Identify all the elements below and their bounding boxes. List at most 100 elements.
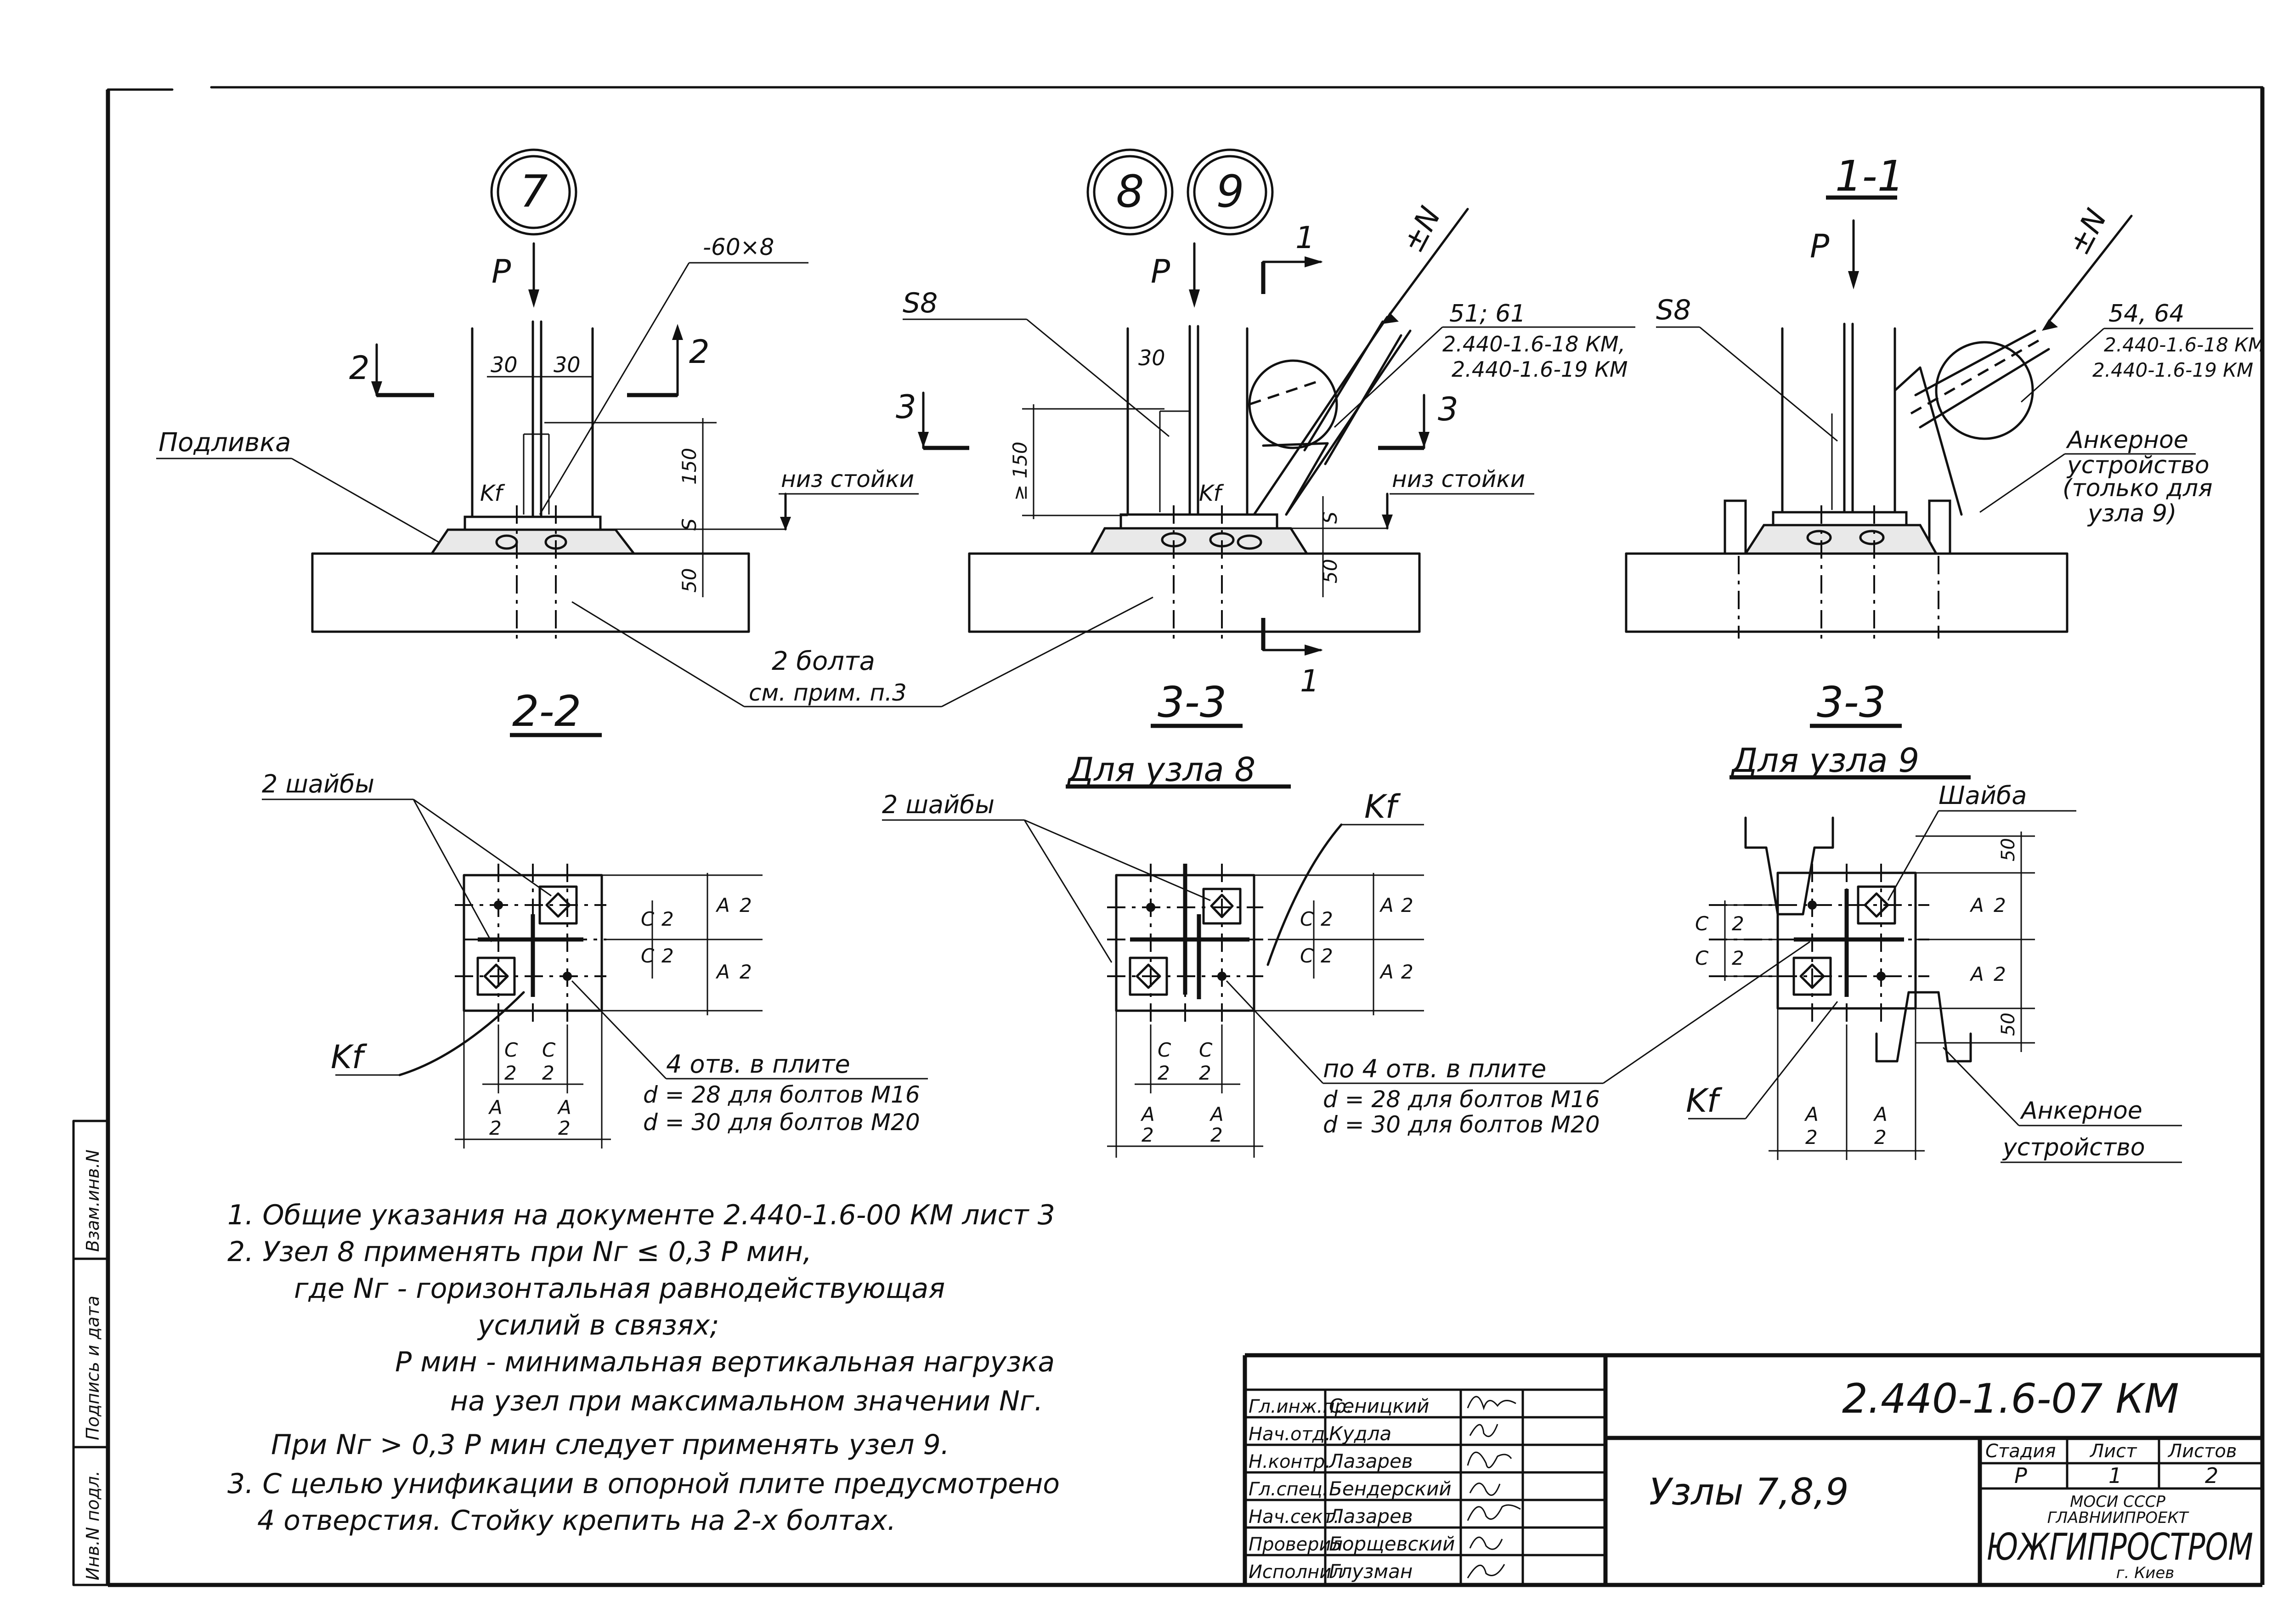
drawing-title: Узлы 7,8,9 <box>1649 1471 1849 1513</box>
stage-header: Стадия <box>1985 1441 2056 1462</box>
sig-role-3: Гл.спец. <box>1249 1479 1328 1500</box>
frac-c2-8-l: 2 <box>1158 1062 1170 1084</box>
frac-c2-9-top: 2 <box>1732 912 1744 935</box>
frac-c-7-bot: C <box>641 945 655 967</box>
sig-role-4: Нач.сект. <box>1249 1506 1339 1528</box>
frac-a2-8-bot: 2 <box>1401 961 1413 983</box>
frac-c2-7-bot: 2 <box>661 945 674 967</box>
frac-a-8-r: A <box>1209 1103 1224 1126</box>
sheets-value: 2 <box>2205 1463 2218 1488</box>
anchor-device-1: Анкерное <box>2020 1097 2142 1125</box>
kf-plan-9: Kf <box>1686 1082 1723 1120</box>
node-8-drawing: 8 9 P 1 1 3 3 S8 30 Kf <box>896 148 1635 728</box>
sig-role-6: Исполнил <box>1249 1562 1343 1583</box>
frac-2-7-top: 2 <box>740 894 752 917</box>
frac-c-9-top: C <box>1695 912 1709 935</box>
sig-name-1: Кудла <box>1329 1422 1391 1445</box>
bolts-callout: 2 болта см. прим. п.3 <box>571 596 1153 707</box>
grout-label: Подливка <box>158 428 291 458</box>
dim-ge150-8: ≥ 150 <box>1009 441 1031 501</box>
ref-8-doc2: 2.440-1.6-19 КМ <box>1452 357 1628 382</box>
s8-9: S8 <box>1656 294 1691 326</box>
org-line2: ГЛАВНИИПРОЕКТ <box>2047 1509 2189 1527</box>
stamp-sign-date: Подпись и дата <box>83 1296 103 1440</box>
sheet-code: 2.440-1.6-07 КМ <box>1842 1375 2179 1422</box>
sig-name-4: Лазарев <box>1328 1505 1413 1528</box>
frac-c2-7-l: 2 <box>504 1062 517 1084</box>
plan-2-2: 2 шайбы A 2 A 2 C 2 C 2 <box>262 770 928 1149</box>
node-8-label: 8 <box>1116 166 1144 217</box>
section-3-3-label-b: 3-3 <box>1817 678 1886 727</box>
plan-node-8: Для узла 8 2 шайбы Kf C 2 C 2 <box>882 750 1810 1158</box>
sig-name-2: Лазарев <box>1328 1450 1413 1472</box>
section-2-2-label: 2-2 <box>512 687 581 736</box>
frac-c-8-top: C <box>1300 908 1314 930</box>
dim-30-right: 30 <box>554 352 581 377</box>
frac-c2-8-r: 2 <box>1199 1062 1211 1084</box>
section-1-1-label: 1-1 <box>1835 152 1904 201</box>
sheet-header: Лист <box>2089 1441 2137 1462</box>
note-3a: 4 отверстия. Стойку крепить на 2-х болта… <box>257 1505 896 1537</box>
cut-1-bottom: 1 <box>1300 663 1319 699</box>
node-7-drawing: 7 P -60×8 2 2 30 30 Kf Подливка <box>156 148 919 737</box>
note-2e: При Nг > 0,3 P мин следует применять узе… <box>271 1429 950 1461</box>
frac-c-8-l: C <box>1158 1039 1171 1061</box>
column-bottom-7: низ стойки <box>781 466 914 492</box>
ref-9: 54, 64 <box>2108 300 2184 328</box>
frac-a2-9-r: 2 <box>1874 1126 1887 1149</box>
holes-label-7: 4 отв. в плите <box>666 1050 850 1079</box>
sheet-value: 1 <box>2108 1463 2122 1488</box>
ref-9-doc2: 2.440-1.6-19 КМ <box>2092 359 2253 381</box>
anchor-label-4: узла 9) <box>2087 500 2176 527</box>
plate-label: -60×8 <box>703 234 774 260</box>
load-p-7: P <box>492 253 511 290</box>
frac-c2-7-top: 2 <box>661 908 674 930</box>
org-name: ЮЖГИПРОСТРОМ <box>1987 1526 2253 1568</box>
frac-a-8-top: A <box>1379 894 1394 917</box>
handwritten-signatures <box>1467 1396 1521 1579</box>
dim-50-8: 50 <box>1319 559 1341 583</box>
kf-8: Kf <box>1199 481 1224 506</box>
frac-a-8-bot: A <box>1379 961 1394 983</box>
org-line1: МОСИ СССР <box>2070 1493 2165 1511</box>
kf-7: Kf <box>480 481 505 506</box>
cut-2-left: 2 <box>349 349 370 387</box>
anchor-label-1: Анкерное <box>2066 426 2188 454</box>
frac-c2-8-top: 2 <box>1321 908 1333 930</box>
axial-force-n-8: ±N <box>1396 201 1448 258</box>
frac-a2-9-top: 2 <box>1994 894 2006 917</box>
cut-2-right: 2 <box>689 333 710 371</box>
dim-150-7: 150 <box>678 448 701 485</box>
load-p-8: P <box>1151 253 1170 290</box>
for-node-8-label: Для узла 8 <box>1067 750 1255 789</box>
note-1: 1. Общие указания на документе 2.440-1.6… <box>227 1199 1055 1231</box>
bolts-label-1: 2 болта <box>772 646 875 676</box>
frac-a-9-bot: A <box>1969 963 1984 985</box>
bolts-label-2: см. прим. п.3 <box>749 679 907 706</box>
ref-9-doc1: 2.440-1.6-18 КМ <box>2104 334 2265 356</box>
axial-force-n-9: ±N <box>2062 204 2114 260</box>
ref-8-doc1: 2.440-1.6-18 КМ, <box>1442 332 1625 356</box>
kf-plan-8: Kf <box>1364 788 1401 826</box>
sheet-frame <box>106 86 2265 1587</box>
node-9-label: 9 <box>1216 166 1244 217</box>
frac-a-8-l: A <box>1140 1103 1155 1126</box>
holes-label-8: по 4 отв. в плите <box>1323 1054 1546 1083</box>
dim-s-8: S <box>1319 511 1341 524</box>
sig-name-0: Сеницкий <box>1329 1395 1429 1417</box>
side-stamp: Инв.N подл. Подпись и дата Взам.инв.N <box>72 1120 109 1586</box>
frac-c-7-top: C <box>641 908 655 930</box>
frac-c-9-bot: C <box>1695 947 1709 969</box>
anchor-label-3: (только для <box>2063 475 2213 502</box>
org-city: г. Киев <box>2116 1564 2175 1582</box>
column-bottom-8: низ стойки <box>1392 466 1525 492</box>
stage-value: Р <box>2014 1463 2027 1488</box>
frac-c-8-r: C <box>1199 1039 1213 1061</box>
frac-a2-9-bot: 2 <box>1994 963 2006 985</box>
frac-2-7-bot: 2 <box>740 961 752 983</box>
plan-node-9: Для узла 9 Шайба 50 50 A 2 A <box>1686 741 2182 1163</box>
frac-a2-8-r: 2 <box>1210 1124 1223 1146</box>
notes: 1. Общие указания на документе 2.440-1.6… <box>227 1199 1060 1537</box>
dim-30-8: 30 <box>1138 345 1165 370</box>
